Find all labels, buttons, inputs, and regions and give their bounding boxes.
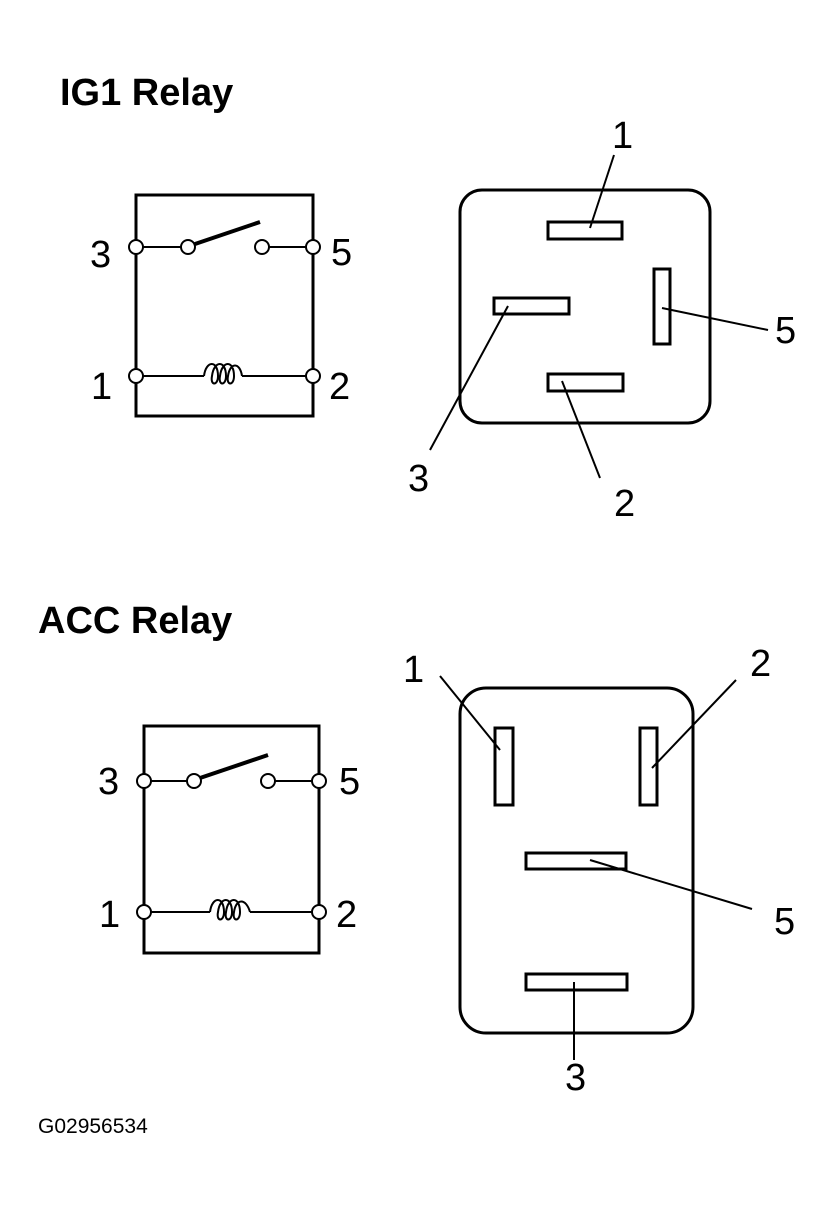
acc-pin-middle [524,851,628,871]
ig1-pin-bottom [546,372,625,393]
acc-connector-body [458,686,695,1035]
ig1-leader-left [429,305,509,451]
acc-pin-bottom [524,972,629,992]
ig1-schematic-label-bottom-right: 2 [329,366,350,408]
ig1-switch-arm [194,220,261,246]
acc-schematic-label-bottom-right: 2 [336,894,357,936]
acc-terminal-1-dot [136,904,152,920]
ig1-leader-bottom [561,380,601,479]
ig1-schematic-label-bottom-left: 1 [91,366,112,408]
acc-schematic-box [142,724,321,955]
ig1-terminal-5-dot [305,239,321,255]
acc-connector-label-top-left: 1 [403,649,424,691]
ig1-terminal-1-dot [128,368,144,384]
ig1-pin-top [546,220,624,241]
ig1-switch-pivot-dot [180,239,196,255]
acc-coil-symbol [209,899,251,921]
acc-terminal-5-dot [311,773,327,789]
ig1-pin-left [492,296,571,316]
acc-connector-label-top-right: 2 [750,643,771,685]
ig1-coil-symbol [203,363,243,385]
ig1-terminal-3-dot [128,239,144,255]
acc-switch-pivot-dot [186,773,202,789]
acc-terminal-3-dot [136,773,152,789]
ig1-pin-right [652,267,672,346]
ig1-schematic [128,193,321,418]
acc-terminal-2-dot [311,904,327,920]
ig1-connector-label-bottom: 2 [614,483,635,525]
acc-schematic [136,724,327,955]
ig1-relay-title: IG1 Relay [60,72,234,114]
ig1-schematic-label-top-right: 5 [331,232,352,274]
ig1-connector-label-left: 3 [408,458,429,500]
acc-connector-label-bottom: 3 [565,1057,586,1099]
figure-id: G02956534 [38,1115,148,1138]
acc-switch-contact-dot [260,773,276,789]
acc-switch-arm [199,753,269,780]
acc-leader-middle [589,859,753,910]
ig1-connector-label-top: 1 [612,115,633,157]
acc-schematic-label-top-left: 3 [98,761,119,803]
acc-relay-title: ACC Relay [38,600,233,642]
ig1-terminal-2-dot [305,368,321,384]
ig1-leader-top [589,154,615,229]
ig1-schematic-box [134,193,315,418]
ig1-schematic-label-top-left: 3 [90,234,111,276]
acc-leader-top-left [439,675,501,751]
ig1-leader-right [661,307,769,331]
ig1-switch-contact-dot [254,239,270,255]
acc-connector-label-middle: 5 [774,901,795,943]
acc-schematic-label-top-right: 5 [339,761,360,803]
ig1-connector-body [458,188,712,425]
ig1-connector-label-right: 5 [775,310,796,352]
acc-connector [439,675,753,1060]
acc-schematic-label-bottom-left: 1 [99,894,120,936]
acc-pin-top-left [493,726,515,807]
ig1-connector [429,154,769,479]
acc-pin-top-right [638,726,659,807]
acc-leader-top-right [651,679,737,769]
